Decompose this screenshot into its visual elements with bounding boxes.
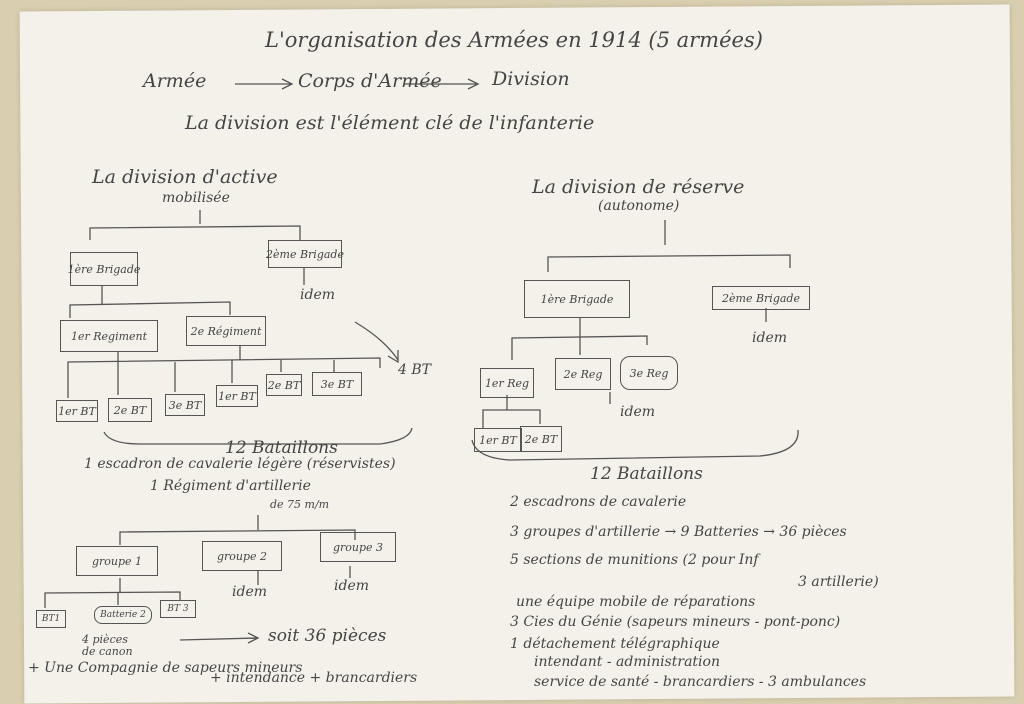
left-battery-1: BT1 [36,610,66,628]
right-total-battalions: 12 Bataillons [590,464,703,484]
right-regiment-2: 2e Reg [555,358,611,390]
page-title: L'organisation des Armées en 1914 (5 arm… [265,28,763,52]
right-regiment-1: 1er Reg [480,368,534,398]
left-brigade-2-idem: idem [300,287,335,303]
left-brigade-1: 1ère Brigade [68,252,140,286]
right-battalion-2: 2e BT [520,426,562,452]
left-footer-line-2: + intendance + brancardiers [210,670,418,686]
left-battalion-1: 1er BT [56,400,98,422]
left-battalion-6: 3e BT [312,372,362,396]
left-pieces-note: 4 pièces de canon [82,633,133,658]
right-list-artillery: 3 groupes d'artillerie → 9 Batteries → 3… [510,524,847,540]
left-cavalry: 1 escadron de cavalerie légère (réservis… [84,456,396,472]
right-list-genie: 3 Cies du Génie (sapeurs mineurs - pont-… [510,614,841,630]
right-regiment-3: 3e Reg [620,356,678,390]
right-list-intendance: intendant - administration [534,654,720,670]
left-total-pieces: soit 36 pièces [268,626,387,646]
left-bt-4: 4 BT [398,362,431,378]
left-footer-line-1: + Une Compagnie de sapeurs mineurs [28,660,303,676]
hierarchy-division: Division [492,68,570,90]
left-division-subtitle: mobilisée [162,190,230,206]
right-division-subtitle: (autonome) [598,198,680,214]
left-group-2-idem: idem [232,584,267,600]
right-list-repair-team: une équipe mobile de réparations [516,594,756,610]
right-battalion-1: 1er BT [474,428,522,452]
left-battalion-4: 1er BT [216,385,258,407]
right-brigade-2-idem: idem [752,330,787,346]
left-battalion-3: 3e BT [165,394,205,416]
left-regiment-1: 1er Regiment [60,320,158,352]
right-list-telegraph: 1 détachement télégraphique [510,636,720,652]
hierarchy-corps: Corps d'Armée [298,70,442,92]
left-artillery: 1 Régiment d'artillerie [150,478,311,494]
right-list-munitions-artillery: 3 artillerie) [798,574,879,590]
left-battery-3: BT 3 [160,600,196,618]
left-battalion-2: 2e BT [108,398,152,422]
right-regiments-idem: idem [620,404,655,420]
hierarchy-armee: Armée [143,70,207,92]
left-group-3-idem: idem [334,578,369,594]
page-subtitle: La division est l'élément clé de l'infan… [185,112,595,134]
left-regiment-2: 2e Régiment [186,316,266,346]
right-list-health: service de santé - brancardiers - 3 ambu… [534,674,867,690]
right-list-munitions: 5 sections de munitions (2 pour Inf [510,552,759,568]
left-division-title: La division d'active [92,166,278,188]
left-artillery-group-2: groupe 2 [202,541,282,571]
left-artillery-group-3: groupe 3 [320,532,396,562]
left-artillery-group-1: groupe 1 [76,546,158,576]
left-battery-2: Batterie 2 [94,606,152,624]
right-division-title: La division de réserve [532,176,745,198]
right-list-cavalry: 2 escadrons de cavalerie [510,494,687,510]
left-artillery-caliber: de 75 m/m [270,498,330,511]
right-brigade-1: 1ère Brigade [524,280,630,318]
right-brigade-2: 2ème Brigade [712,286,810,310]
left-total-battalions: 12 Bataillons [225,438,338,458]
left-battalion-5: 2e BT [266,374,302,396]
left-brigade-2: 2ème Brigade [266,240,344,268]
